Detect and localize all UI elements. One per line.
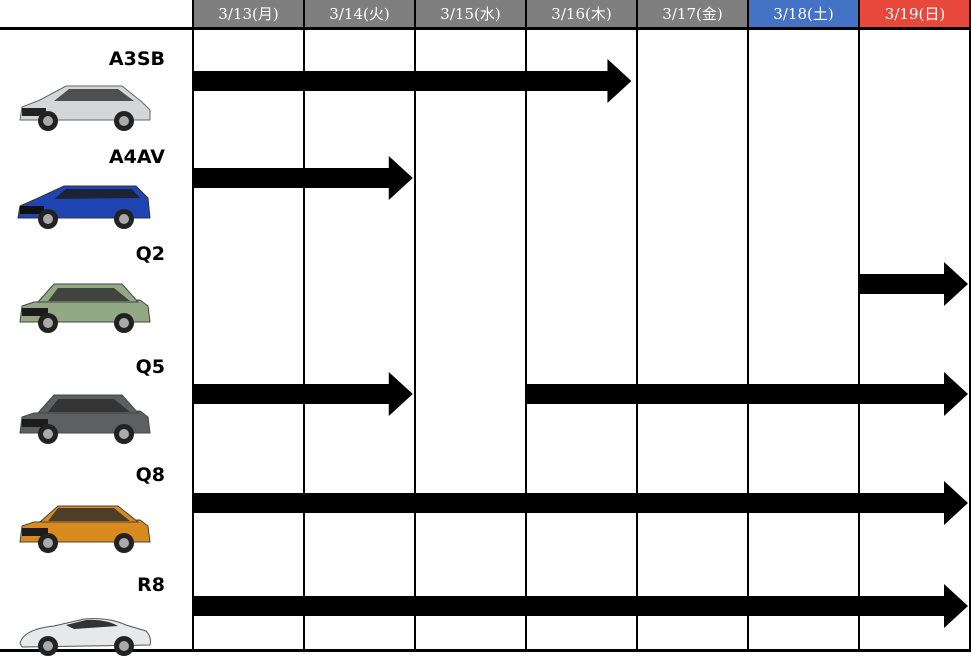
car-photo [14, 387, 154, 455]
date-header-cell: 3/14(火) [304, 0, 415, 27]
row-divider-line [193, 337, 971, 338]
booking-arrow-shape [193, 59, 632, 103]
grid-column-line [969, 0, 971, 652]
row-divider-line [193, 445, 971, 446]
grid-column-line [414, 0, 416, 652]
date-header-cell: 3/19(日) [859, 0, 971, 27]
car-photo [14, 496, 154, 564]
booking-arrow-shape [526, 372, 968, 416]
car-photo [14, 172, 154, 240]
car-name-label: Q8 [135, 464, 165, 486]
booking-arrow [859, 262, 968, 306]
date-header-cell: 3/17(金) [637, 0, 748, 27]
header-divider-line [0, 27, 971, 30]
booking-arrow [193, 372, 413, 416]
booking-arrow [526, 372, 968, 416]
booking-arrow-shape [193, 372, 413, 416]
grid-column-line [747, 0, 749, 652]
car-name-label: A3SB [108, 48, 165, 70]
grid-column-line [525, 0, 527, 652]
date-header-cell: 3/16(木) [526, 0, 637, 27]
booking-arrow-shape [859, 262, 968, 306]
car-photo [14, 599, 154, 667]
car-name-label: R8 [137, 574, 165, 596]
car-photo [14, 276, 154, 344]
date-header-cell: 3/18(土) [748, 0, 859, 27]
booking-arrow [193, 584, 968, 628]
booking-arrow [193, 59, 632, 103]
booking-arrow-shape [193, 481, 968, 525]
grid-column-line [192, 0, 194, 652]
date-header-cell: 3/15(水) [415, 0, 526, 27]
grid-column-line [636, 0, 638, 652]
car-photo [14, 74, 154, 142]
grid-column-line [858, 0, 860, 652]
car-name-label: Q2 [135, 243, 165, 265]
grid-column-line [303, 0, 305, 652]
booking-arrow-shape [193, 156, 413, 200]
date-header-cell: 3/13(月) [193, 0, 304, 27]
booking-arrow [193, 156, 413, 200]
booking-arrow [193, 481, 968, 525]
car-name-label: Q5 [135, 356, 165, 378]
car-name-label: A4AV [108, 146, 165, 168]
row-divider-line [193, 127, 971, 128]
row-divider-line [193, 555, 971, 556]
booking-arrow-shape [193, 584, 968, 628]
row-divider-line [193, 224, 971, 225]
bottom-border-line [0, 649, 971, 652]
